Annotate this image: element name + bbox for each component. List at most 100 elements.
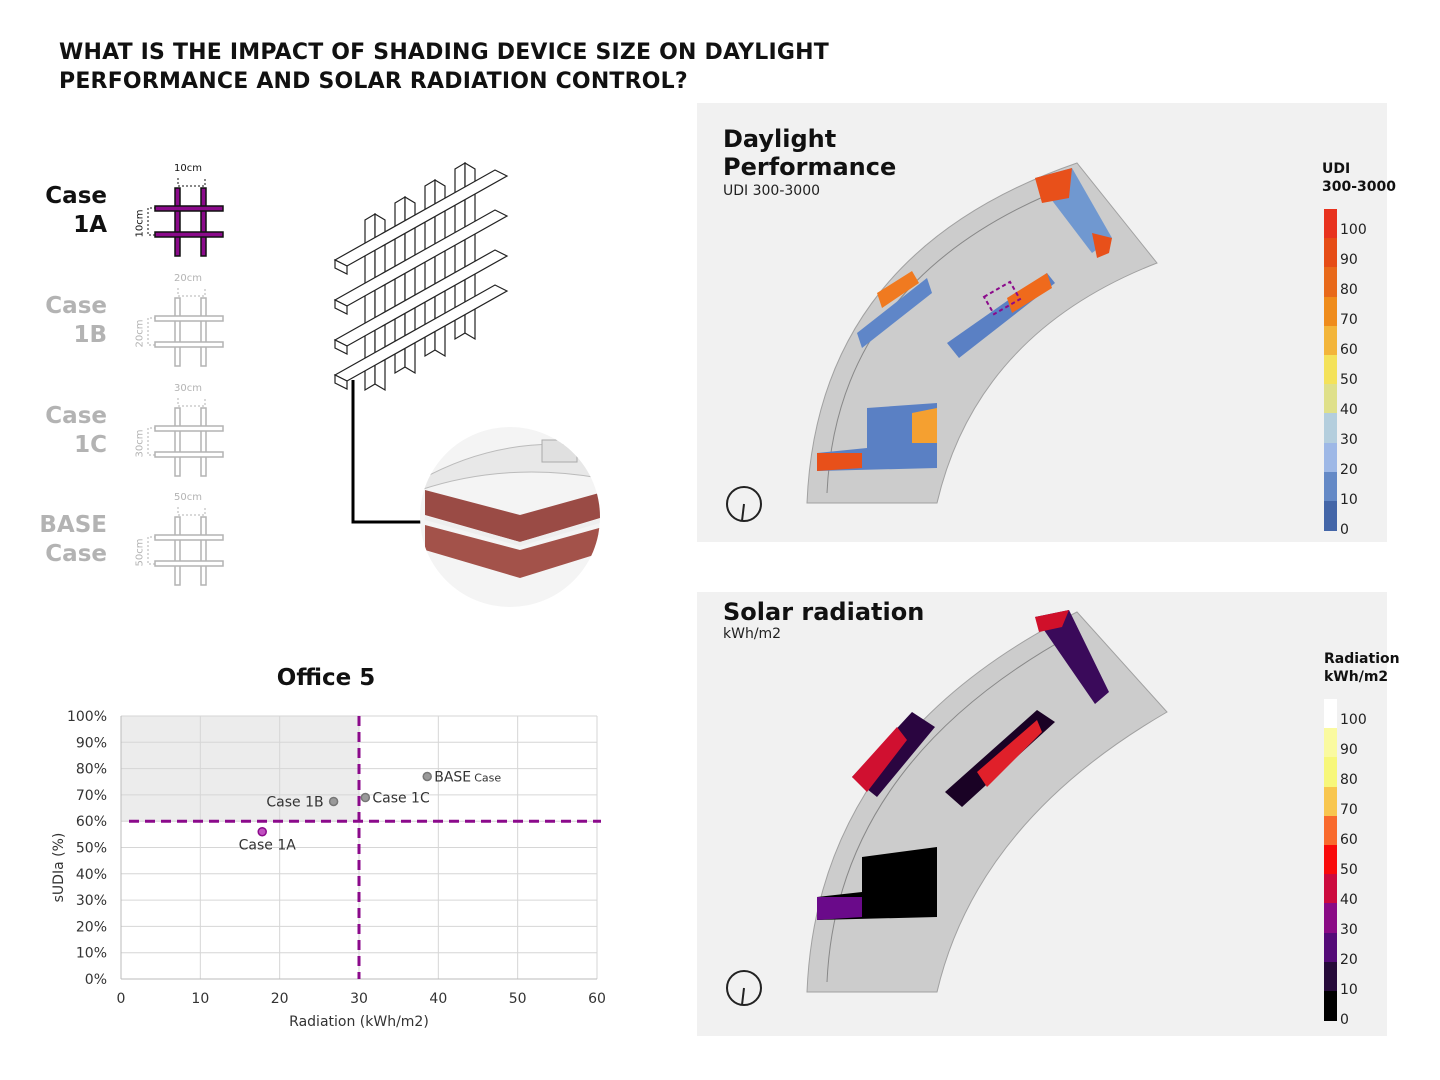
legend-label: 90	[1340, 252, 1358, 268]
height-dimension: 50cm	[134, 538, 146, 567]
y-tick-label: 100%	[67, 709, 107, 725]
height-dimension: 10cm	[134, 209, 146, 238]
x-tick-label: 50	[509, 991, 527, 1007]
callout-arrow	[351, 380, 428, 524]
radiation-title: Solar radiation	[723, 598, 925, 626]
legend-swatch	[1324, 961, 1337, 992]
legend-label: 30	[1340, 922, 1358, 938]
legend-label: 80	[1340, 772, 1358, 788]
legend-swatch	[1324, 238, 1337, 268]
north-arrow-icon	[726, 486, 762, 522]
data-point	[422, 771, 432, 782]
legend-label: 60	[1340, 832, 1358, 848]
legend-swatch	[1324, 699, 1337, 729]
legend-label: 20	[1340, 952, 1358, 968]
legend-swatch	[1324, 209, 1337, 239]
daylight-plan	[726, 162, 1158, 522]
legend-swatch	[1324, 442, 1337, 473]
radiation-plan	[726, 610, 1168, 1006]
shading-grid-icon	[147, 288, 224, 367]
daylight-performance-map	[697, 103, 1387, 542]
height-dimension: 30cm	[134, 429, 146, 458]
y-axis-label: sUDIa (%)	[51, 833, 67, 903]
solar-radiation-map	[697, 592, 1387, 1036]
chart-title: Office 5	[276, 665, 376, 691]
y-tick-label: 50%	[76, 841, 107, 857]
legend-label: 100	[1340, 712, 1367, 728]
legend-swatch	[1324, 471, 1337, 502]
legend-swatch	[1324, 786, 1337, 817]
data-label: BASE	[434, 769, 471, 785]
y-tick-label: 40%	[76, 867, 107, 883]
title-line: WHAT IS THE IMPACT OF SHADING DEVICE SIZ…	[59, 40, 829, 65]
legend-label: 50	[1340, 862, 1358, 878]
legend-swatch	[1324, 991, 1337, 1021]
y-tick-label: 60%	[76, 814, 107, 830]
y-tick-label: 80%	[76, 762, 107, 778]
legend-label: 70	[1340, 802, 1358, 818]
legend-label: 70	[1340, 312, 1358, 328]
legend-label: 10	[1340, 982, 1358, 998]
x-tick-label: 10	[191, 991, 209, 1007]
data-sublabel: Case	[474, 771, 501, 784]
legend-label: 0	[1340, 1012, 1349, 1028]
legend-label: 40	[1340, 402, 1358, 418]
x-tick-label: 30	[350, 991, 368, 1007]
y-tick-label: 0%	[85, 972, 107, 988]
legend-label: 0	[1340, 522, 1349, 538]
width-dimension: 50cm	[174, 492, 202, 503]
daylight-subtitle: UDI 300-3000	[723, 183, 821, 199]
y-tick-label: 90%	[76, 735, 107, 751]
width-dimension: 30cm	[174, 383, 202, 394]
building-detail-render	[420, 427, 600, 607]
page-title: WHAT IS THE IMPACT OF SHADING DEVICE SIZ…	[59, 38, 829, 96]
legend-swatch	[1324, 384, 1337, 414]
y-tick-label: 30%	[76, 893, 107, 909]
data-point	[360, 792, 371, 803]
legend-label: 80	[1340, 282, 1358, 298]
x-tick-label: 40	[429, 991, 447, 1007]
legend-label: 100	[1340, 222, 1367, 238]
legend-swatch	[1324, 932, 1337, 963]
legend-swatch	[1324, 845, 1337, 875]
x-axis-label: Radiation (kWh/m2)	[289, 1014, 429, 1030]
legend-label: 60	[1340, 342, 1358, 358]
legend-swatch	[1324, 501, 1337, 531]
legend-swatch	[1324, 728, 1337, 758]
y-tick-label: 20%	[76, 919, 107, 935]
data-point	[328, 796, 339, 807]
vertical-fins	[364, 161, 476, 392]
horizontal-fins	[333, 169, 509, 390]
shading-grid-icon	[147, 178, 224, 257]
legend-swatch	[1324, 903, 1337, 934]
height-dimension: 20cm	[134, 319, 146, 348]
legend-swatch	[1324, 325, 1337, 356]
data-label: Case 1B	[266, 794, 323, 810]
shading-grid-icon	[147, 507, 224, 586]
data-point	[257, 826, 267, 837]
legend-label: 90	[1340, 742, 1358, 758]
legend-label: 50	[1340, 372, 1358, 388]
x-tick-label: 60	[588, 991, 606, 1007]
legend-swatch	[1324, 757, 1337, 788]
radiation-subtitle: kWh/m2	[723, 626, 782, 642]
legend-swatch	[1324, 874, 1337, 904]
legend-swatch	[1324, 296, 1337, 327]
shading-grid-isometric	[333, 161, 600, 607]
legend-swatch	[1324, 267, 1337, 298]
legend-label: 20	[1340, 462, 1358, 478]
north-arrow-icon	[726, 970, 762, 1006]
data-label: Case 1A	[239, 838, 297, 854]
title-line: PERFORMANCE AND SOLAR RADIATION CONTROL?	[59, 69, 688, 94]
legend-swatch	[1324, 413, 1337, 444]
legend-label: 30	[1340, 432, 1358, 448]
x-tick-label: 0	[117, 991, 126, 1007]
